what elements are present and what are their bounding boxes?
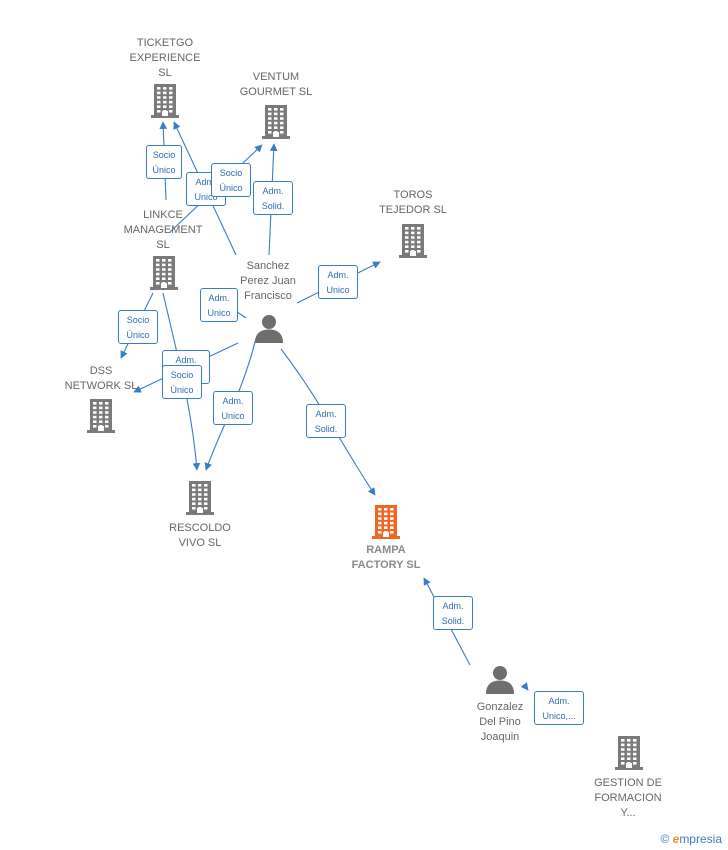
brand-name: mpresia [679,832,722,846]
building-icon[interactable] [399,222,427,263]
building-icon[interactable] [150,254,178,295]
brand-initial: e [672,832,680,846]
person-icon[interactable] [485,664,515,699]
edge-label-sanchez-rescoldo[interactable]: Adm. Unico [213,391,253,425]
edge-label-linkce-ventum[interactable]: Socio Único [211,163,251,197]
node-label-gonzalez[interactable]: Gonzalez Del Pino Joaquin [476,701,524,743]
person-icon[interactable] [254,313,284,348]
edge-label-linkce-dss[interactable]: Socio Único [118,310,158,344]
building-icon[interactable] [87,397,115,438]
node-label-toros[interactable]: TOROS TEJEDOR SL [379,189,447,216]
edge-label-linkce-ticketgo[interactable]: Socio Único [146,145,182,179]
building-icon[interactable] [151,82,179,123]
node-label-sanchez[interactable]: Sanchez Perez Juan Francisco [240,260,296,302]
building-icon[interactable] [262,103,290,144]
node-label-gestion[interactable]: GESTION DE FORMACION Y... [594,777,662,819]
edge-label-gonzalez-rampa[interactable]: Adm. Solid. [433,596,473,630]
edge-label-sanchez-linkce[interactable]: Adm. Unico [200,288,238,322]
node-label-rescoldo[interactable]: RESCOLDO VIVO SL [169,522,231,549]
copyright-icon: © [660,832,670,846]
building-icon[interactable] [372,503,400,544]
empresia-brand: © empresia [660,832,722,846]
edge-label-sanchez-rampa[interactable]: Adm. Solid. [306,404,346,438]
edge-label-sanchez-ventum[interactable]: Adm. Solid. [253,181,293,215]
node-label-ventum[interactable]: VENTUM GOURMET SL [239,71,313,98]
node-label-dss[interactable]: DSS NETWORK SL [64,365,138,392]
node-label-linkce[interactable]: LINKCE MANAGEMENT SL [123,209,203,251]
node-label-ticketgo[interactable]: TICKETGO EXPERIENCE SL [129,37,201,79]
edge-label-gonzalez-gestion[interactable]: Adm. Unico,... [534,691,584,725]
edge-label-sanchez-toros[interactable]: Adm. Unico [318,265,358,299]
node-label-rampa[interactable]: RAMPA FACTORY SL [351,544,421,571]
edge-label-linkce-rescoldo[interactable]: Socio Único [162,365,202,399]
building-icon[interactable] [186,479,214,520]
building-icon[interactable] [615,734,643,775]
